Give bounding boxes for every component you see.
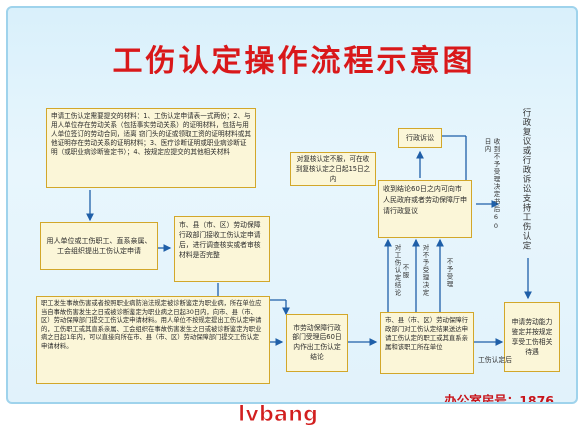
not-accept-label: 不予受理 bbox=[445, 258, 453, 288]
office-room: 办公室房号：1876 bbox=[444, 393, 554, 404]
materials-box: 申请工伤认定需要提交的材料：1、工伤认定申请表一式两份；2、与用人单位存在劳动关… bbox=[46, 108, 256, 188]
not-accept-decision-label: 对不予受理决定 bbox=[421, 244, 429, 297]
recognize-arrow-label: 工伤认定后 bbox=[478, 356, 512, 364]
review-box: 市、县（市、区）劳动保障行政部门接收工伤认定申请后，进行调查核实或者审核材料是否… bbox=[174, 216, 270, 282]
lawsuit-box: 收到结论60日之内可向市人民政府或者劳动保障厅申请行政复议 bbox=[378, 180, 472, 238]
flow-connectors bbox=[86, 135, 532, 346]
reconsider-box: 行政诉讼 bbox=[398, 128, 442, 148]
notify-reconsider-box: 对复核认定不服，可在收到复核认定之日起15日之内 bbox=[290, 152, 376, 186]
page-title: 工伤认定操作流程示意图 bbox=[112, 44, 476, 79]
apply-ability-box: 申请劳动能力鉴定并按规定享受工伤相关待遇 bbox=[504, 302, 560, 372]
recognize-label: 对工伤认定结论 bbox=[393, 244, 401, 297]
accept-label: 收到不予受理决定书后60日内 bbox=[483, 138, 500, 231]
accident-box: 职工发生事故伤害或者按照职业病防治法规定被诊断鉴定为职业病，所在单位应当自事故伤… bbox=[36, 296, 270, 384]
decision-box: 市劳动保障行政部门受理后60日内作出工伤认定结论 bbox=[286, 314, 348, 372]
diagram-panel: 工伤认定操作流程示意图 bbox=[6, 6, 578, 404]
watermark-logo: lvbang bbox=[237, 402, 319, 427]
employer-box: 用人单位或工伤职工、直系亲属、工会组织提出工伤认定申请 bbox=[40, 222, 158, 270]
recognize-label-2: 不服 bbox=[401, 264, 409, 279]
right-top-label: 行政复议或行政诉讼支持工伤认定 bbox=[521, 108, 531, 251]
notify-box: 市、县（市、区）劳动保障行政部门对工伤认定结果送达申请工伤认定的职工或其直系亲属… bbox=[380, 312, 474, 374]
